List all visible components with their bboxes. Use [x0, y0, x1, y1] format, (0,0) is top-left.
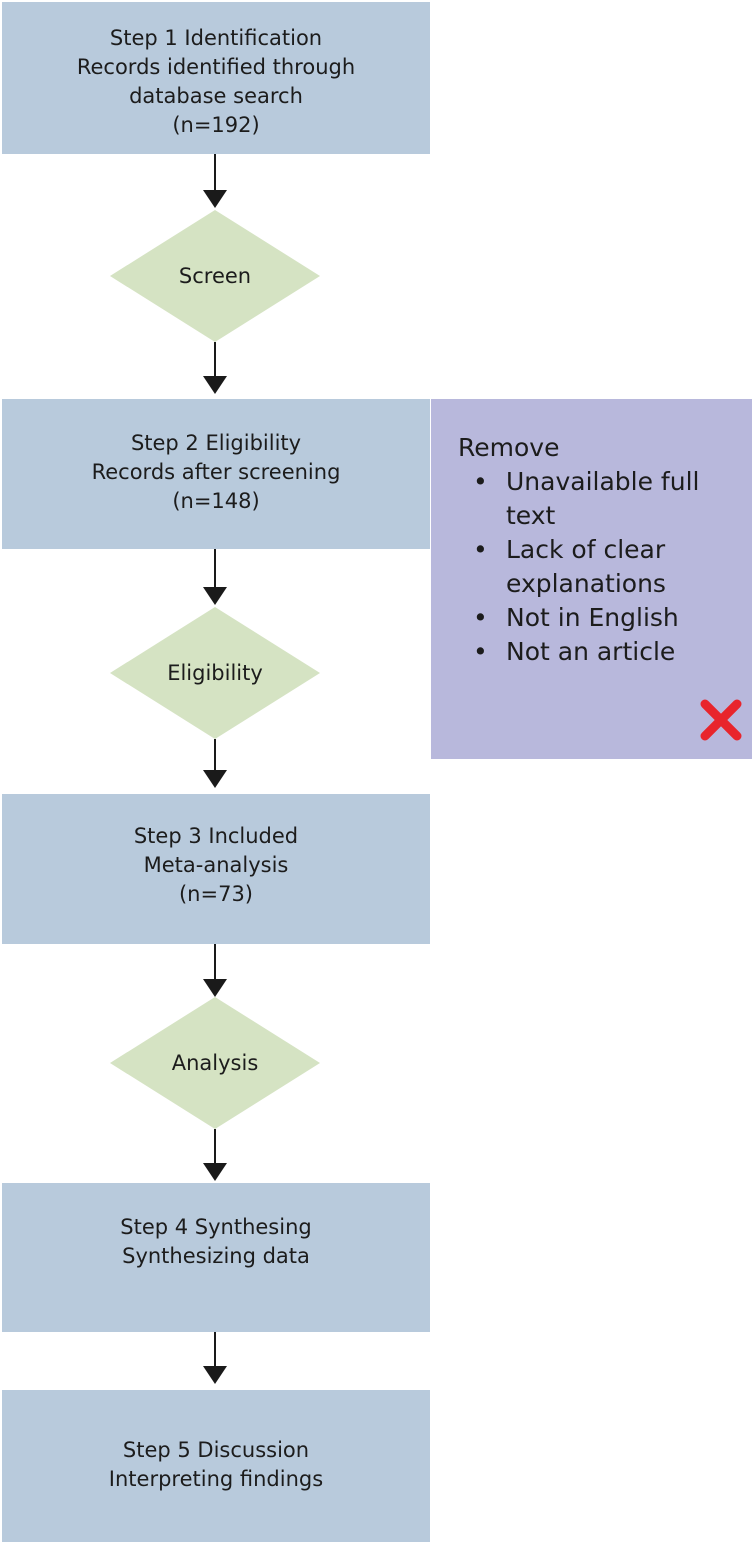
step-3-box: Step 3 Included Meta-analysis (n=73): [2, 794, 430, 944]
step-4-box: Step 4 Synthesing Synthesizing data: [2, 1183, 430, 1332]
step-3-title: Step 3 Included: [133, 824, 299, 848]
step-5-title: Step 5 Discussion: [122, 1438, 310, 1462]
arrow-eligibility-to-step3: [203, 739, 227, 788]
bullet: •: [473, 467, 488, 496]
step-2-title: Step 2 Eligibility: [130, 431, 302, 455]
remove-list: • Unavailable full text • Lack of clear …: [458, 465, 752, 669]
remove-panel: Remove • Unavailable full text • Lack of…: [431, 399, 752, 759]
step-1-description-cont: database search: [129, 84, 303, 108]
decision-analysis-shape: [110, 997, 320, 1129]
remove-item-not-in-english: • Not in English: [458, 601, 752, 635]
remove-title: Remove: [458, 433, 560, 462]
decision-eligibility: Eligibility: [110, 607, 320, 739]
decision-screen-shape: [110, 210, 320, 342]
decision-eligibility-label: Eligibility: [167, 661, 263, 685]
remove-item-lack-of-explanations: • Lack of clear explanations: [473, 535, 666, 598]
step-1-title: Step 1 Identification: [109, 26, 323, 50]
step-4-title: Step 4 Synthesing: [120, 1215, 312, 1239]
bullet: •: [473, 603, 488, 632]
arrow-step2-to-eligibility: [203, 549, 227, 605]
close-x-icon: [698, 697, 744, 743]
bullet: •: [473, 637, 488, 666]
bullet: •: [473, 535, 488, 564]
arrow-step1-to-screen: [203, 154, 227, 208]
step-2-box: Step 2 Eligibility Records after screeni…: [2, 399, 430, 549]
decision-screen: Screen: [110, 210, 320, 342]
decision-eligibility-shape: [110, 607, 320, 739]
arrow-screen-to-step2: [203, 342, 227, 394]
decision-analysis-label: Analysis: [171, 1051, 259, 1075]
step-3-count: (n=73): [178, 882, 253, 906]
step-2-description: Records after screening: [91, 460, 341, 484]
step-5-box: Step 5 Discussion Interpreting findings: [2, 1390, 430, 1542]
step-5-description: Interpreting findings: [108, 1467, 324, 1491]
decision-screen-label: Screen: [178, 264, 252, 288]
step-1-box: Step 1 Identification Records identified…: [2, 2, 430, 154]
arrow-step4-to-step5: [203, 1332, 227, 1384]
step-1-count: (n=192): [172, 113, 260, 137]
step-3-description: Meta-analysis: [143, 853, 289, 877]
step-1-description: Records identified through: [76, 55, 356, 79]
step-4-description: Synthesizing data: [122, 1244, 310, 1268]
arrow-step3-to-analysis: [203, 944, 227, 997]
step-2-count: (n=148): [172, 489, 260, 513]
remove-item-unavailable-full-text: • Unavailable full text: [473, 467, 700, 530]
decision-analysis: Analysis: [110, 997, 320, 1129]
arrow-analysis-to-step4: [203, 1129, 227, 1181]
remove-item-not-an-article: • Not an article: [458, 635, 752, 669]
